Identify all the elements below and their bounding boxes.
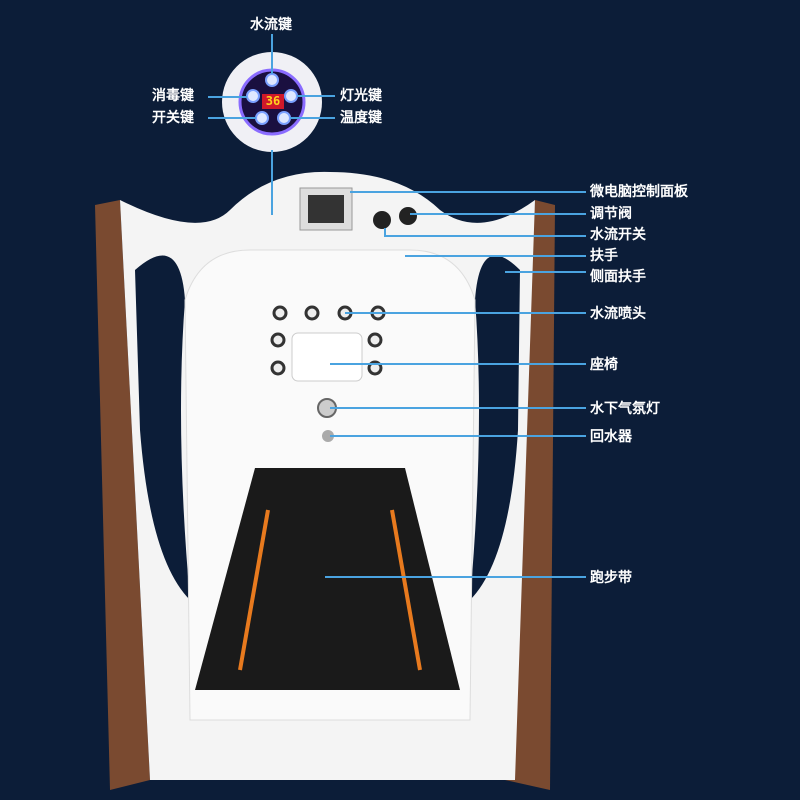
seat bbox=[291, 332, 363, 382]
water-jets bbox=[270, 305, 386, 376]
leader-lines bbox=[208, 34, 586, 578]
valve-knob bbox=[373, 211, 391, 229]
callout-microcomputer-panel: 微电脑控制面板 bbox=[590, 184, 688, 200]
water-return bbox=[322, 430, 334, 442]
callout-water-switch: 水流开关 bbox=[590, 227, 646, 243]
label-light-key: 灯光键 bbox=[340, 88, 382, 104]
water-flow-key[interactable] bbox=[265, 73, 279, 87]
callout-water-jets: 水流喷头 bbox=[590, 306, 646, 322]
label-temperature-key: 温度键 bbox=[340, 110, 382, 126]
left-side-panel bbox=[95, 200, 150, 790]
callout-valve: 调节阀 bbox=[590, 206, 632, 222]
temperature-key[interactable] bbox=[277, 111, 291, 125]
left-window bbox=[135, 255, 190, 601]
callout-water-return: 回水器 bbox=[590, 429, 632, 445]
callout-side-handrail: 侧面扶手 bbox=[590, 269, 646, 285]
callout-underwater-light: 水下气氛灯 bbox=[590, 401, 660, 417]
label-water-flow-key: 水流键 bbox=[250, 17, 292, 33]
power-key[interactable] bbox=[255, 111, 269, 125]
disinfect-key[interactable] bbox=[246, 89, 260, 103]
label-power-key: 开关键 bbox=[152, 110, 194, 126]
light-key[interactable] bbox=[284, 89, 298, 103]
right-window bbox=[470, 255, 520, 601]
callout-treadmill-belt: 跑步带 bbox=[590, 570, 632, 586]
callout-handrail: 扶手 bbox=[590, 248, 618, 264]
valve-knob bbox=[399, 207, 417, 225]
label-disinfect-key: 消毒键 bbox=[152, 88, 194, 104]
temperature-display: 36 bbox=[262, 94, 284, 109]
callout-seat: 座椅 bbox=[590, 357, 618, 373]
